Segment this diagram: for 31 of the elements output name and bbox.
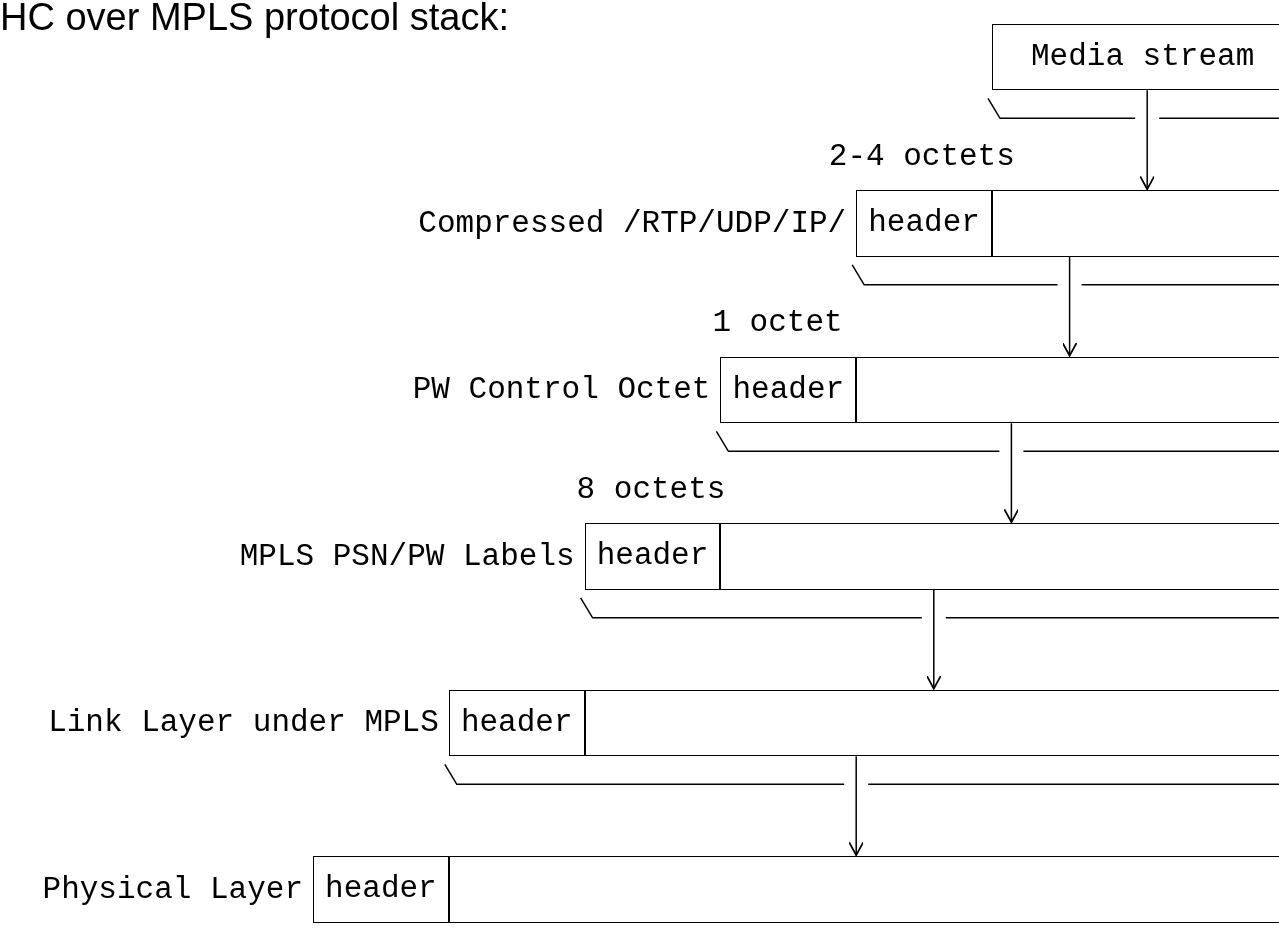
header-field [313,856,449,923]
field-label: header [324,871,438,908]
diagram-title: HC over MPLS protocol stack: [0,0,509,39]
field-label: Media stream [1031,39,1255,75]
size-label: 8 octets [576,471,726,508]
media-stream-box [992,23,1279,91]
header-field [584,523,721,590]
field-label: header [731,372,846,408]
field-label: header [459,705,574,741]
header-field [856,190,992,257]
arrow [1061,256,1078,357]
layer-label: PW Control Octet [412,372,711,408]
layer-label: MPLS PSN/PW Labels [239,538,575,575]
arrow [1139,89,1156,191]
payload-field [856,356,1279,424]
payload-field [584,689,1279,757]
field-label: header [867,205,981,242]
size-label: 1 octet [712,305,843,342]
payload-field [720,523,1279,590]
arrow [1003,422,1020,524]
layer-label: Physical Layer [42,871,303,908]
arrow [925,589,942,690]
payload-field [448,856,1279,923]
layer-label: Compressed /RTP/UDP/IP/ [418,205,847,242]
size-label: 2-4 octets [828,138,1015,175]
header-field [720,356,857,424]
field-label: header [595,538,710,575]
arrow [848,755,865,857]
header-field [448,689,585,757]
payload-field [992,190,1279,257]
layer-label: Link Layer under MPLS [48,705,439,741]
